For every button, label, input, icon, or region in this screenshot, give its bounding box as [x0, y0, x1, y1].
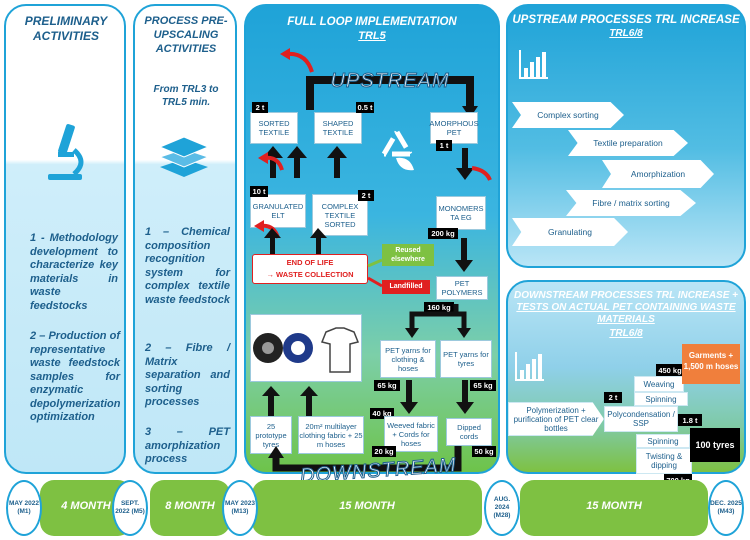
sorted-textile-box: SORTED TEXTILE [250, 112, 298, 144]
preliminary-column [4, 4, 126, 474]
preupscaling-item-3: 3 – PET amorphization process [145, 426, 230, 465]
fabric-hoses-box: 20m² multilayer clothing fabric + 25 m h… [298, 416, 364, 454]
tag-450kg: 450 kg [656, 364, 684, 376]
timeline-period-3: 15 MONTH [339, 500, 395, 512]
preliminary-item-1: 1 - Methodology development to character… [30, 232, 118, 312]
eol-line-1: END OF LIFE [286, 258, 334, 267]
tag-0-5t: 0.5 t [356, 102, 374, 113]
tyres-100-box: 100 tyres [690, 428, 740, 462]
timeline-bar-2 [150, 480, 230, 536]
date-may-2022: MAY 2022 (M1) [6, 480, 42, 536]
upstream-step-1: Complex sorting [512, 102, 624, 128]
red-arrows-left [258, 152, 284, 171]
twisting-box: Twisting & dipping [636, 448, 692, 474]
amorphous-pet-box: AMORPHOUS PET [429, 112, 479, 144]
polymerization-box: Polymerization + purification of PET cle… [508, 402, 604, 436]
preupscaling-item-2: 2 – Fibre / Matrix separation and sortin… [145, 342, 230, 408]
fullloop-trl: TRL5 [358, 30, 386, 42]
preliminary-title: PRELIMINARY ACTIVITIES [24, 14, 108, 43]
arrow-down-monomers [455, 238, 473, 272]
end-of-life-box [252, 254, 368, 284]
garments-box: Garments + 1,500 m hoses [682, 344, 740, 384]
timeline-bar-3 [252, 480, 482, 536]
preliminary-item-2: 2 – Production of representative waste f… [30, 330, 121, 423]
timeline-period-1: 4 MONTH [61, 500, 111, 512]
tag-40kg: 40 kg [370, 408, 394, 419]
fullloop-title: FULL LOOP IMPLEMENTATION [287, 16, 457, 28]
arrows-up-products [262, 386, 318, 416]
arrows-up-row-2 [264, 228, 327, 254]
upstream-step-2: Textile preparation [568, 130, 688, 156]
arrows-up-row [263, 146, 347, 178]
tag-2t: 2 t [252, 102, 268, 113]
upstream-panel-trl: TRL6/8 [609, 28, 643, 39]
tag-2t-down: 2 t [604, 392, 622, 403]
tag-10t: 10 t [250, 186, 268, 197]
yarns-clothing-box: PET yarns for clothing & hoses [380, 340, 436, 378]
layers-icon [158, 136, 210, 177]
red-arrow-top-left [280, 48, 314, 73]
downstream-arrow [268, 446, 462, 472]
date-may-2023: MAY 2023 (M13) [222, 480, 258, 536]
tag-1t: 1 t [436, 140, 452, 151]
tag-50kg: 50 kg [472, 446, 496, 457]
polycondensation-box: Polycondensation / SSP [604, 406, 678, 432]
preupscaling-column [133, 4, 237, 474]
date-sept-2022: SEPT. 2022 (M5) [112, 480, 148, 536]
downstream-title-a: DOWNSTREAM PROCESSES TRL INCREASE + [513, 290, 738, 301]
tag-160kg: 160 kg [424, 302, 454, 313]
pet-polymers-box: PET POLYMERS [436, 276, 488, 300]
tyres-hose-tshirt-icon [253, 327, 360, 373]
landfilled-box: Landfilled [382, 280, 430, 294]
complex-sorted-box: COMPLEX TEXTILE SORTED [312, 194, 368, 236]
prototype-tyres-box: 25 prototype tyres [250, 416, 292, 454]
arrows-down-yarns [400, 380, 474, 414]
microscope-icon [48, 124, 84, 180]
granulated-elt-box: GRANULATED ELT [250, 194, 306, 228]
recycle-icon [381, 130, 414, 171]
weaved-fabric-box: Weeved fabric + Cords for hoses [384, 416, 438, 452]
tag-2t-b: 2 t [358, 190, 374, 201]
upstream-step-4: Fibre / matrix sorting [566, 190, 696, 216]
shaped-textile-box: SHAPED TEXTILE [314, 112, 362, 144]
downstream-title-b: TESTS ON ACTUAL PET CONTAINING WASTE MAT… [516, 302, 736, 325]
downstream-panel-title-a: DOWNSTREAM PROCESSES TRL INCREASE + TEST… [512, 290, 740, 326]
tag-1-8t: 1.8 t [678, 414, 702, 426]
date-aug-2024: AUG. 2024 (M28) [484, 480, 520, 536]
weaving-box: Weaving [634, 376, 684, 392]
spinning-a-box: Spinning [634, 392, 688, 406]
bar-chart-icon-2 [515, 352, 544, 381]
polymer-branch-arrows [405, 304, 471, 338]
arrow-down-amorphous [456, 148, 492, 181]
spinning-b-box: Spinning [636, 434, 690, 448]
tag-20kg: 20 kg [372, 446, 396, 457]
timeline-period-2: 8 MONTH [165, 500, 215, 512]
preupscaling-title: PROCESS PRE-UPSCALING ACTIVITIES [144, 15, 228, 55]
monomers-box: MONOMERS TA EG [436, 196, 486, 230]
eol-side-arrows [367, 258, 383, 288]
timeline-bar-4 [520, 480, 708, 536]
upstream-label: UPSTREAM [330, 70, 450, 93]
tag-200kg: 200 kg [428, 228, 458, 239]
upstream-step-5: Granulating [512, 218, 628, 246]
yarns-tyres-box: PET yarns for tyres [440, 340, 492, 378]
tag-65kg-b: 65 kg [470, 380, 496, 391]
eol-line-2: → WASTE COLLECTION [266, 270, 354, 279]
upstream-step-3: Amorphization [602, 160, 714, 188]
date-dec-2025: DEC. 2025 (M43) [708, 480, 744, 536]
reused-box: Reused elsewhere [382, 244, 434, 266]
bar-chart-icon [519, 50, 548, 79]
tag-65kg-a: 65 kg [374, 380, 400, 391]
preupscaling-subtitle: From TRL3 to TRL5 min. [153, 84, 219, 108]
upstream-panel-title: UPSTREAM PROCESSES TRL INCREASE [512, 14, 740, 26]
timeline-period-4: 15 MONTH [586, 500, 642, 512]
preupscaling-item-1: 1 – Chemical composition recognition sys… [145, 226, 230, 306]
dipped-cords-box: Dipped cords [446, 418, 492, 446]
downstream-panel-trl: TRL6/8 [609, 328, 643, 339]
